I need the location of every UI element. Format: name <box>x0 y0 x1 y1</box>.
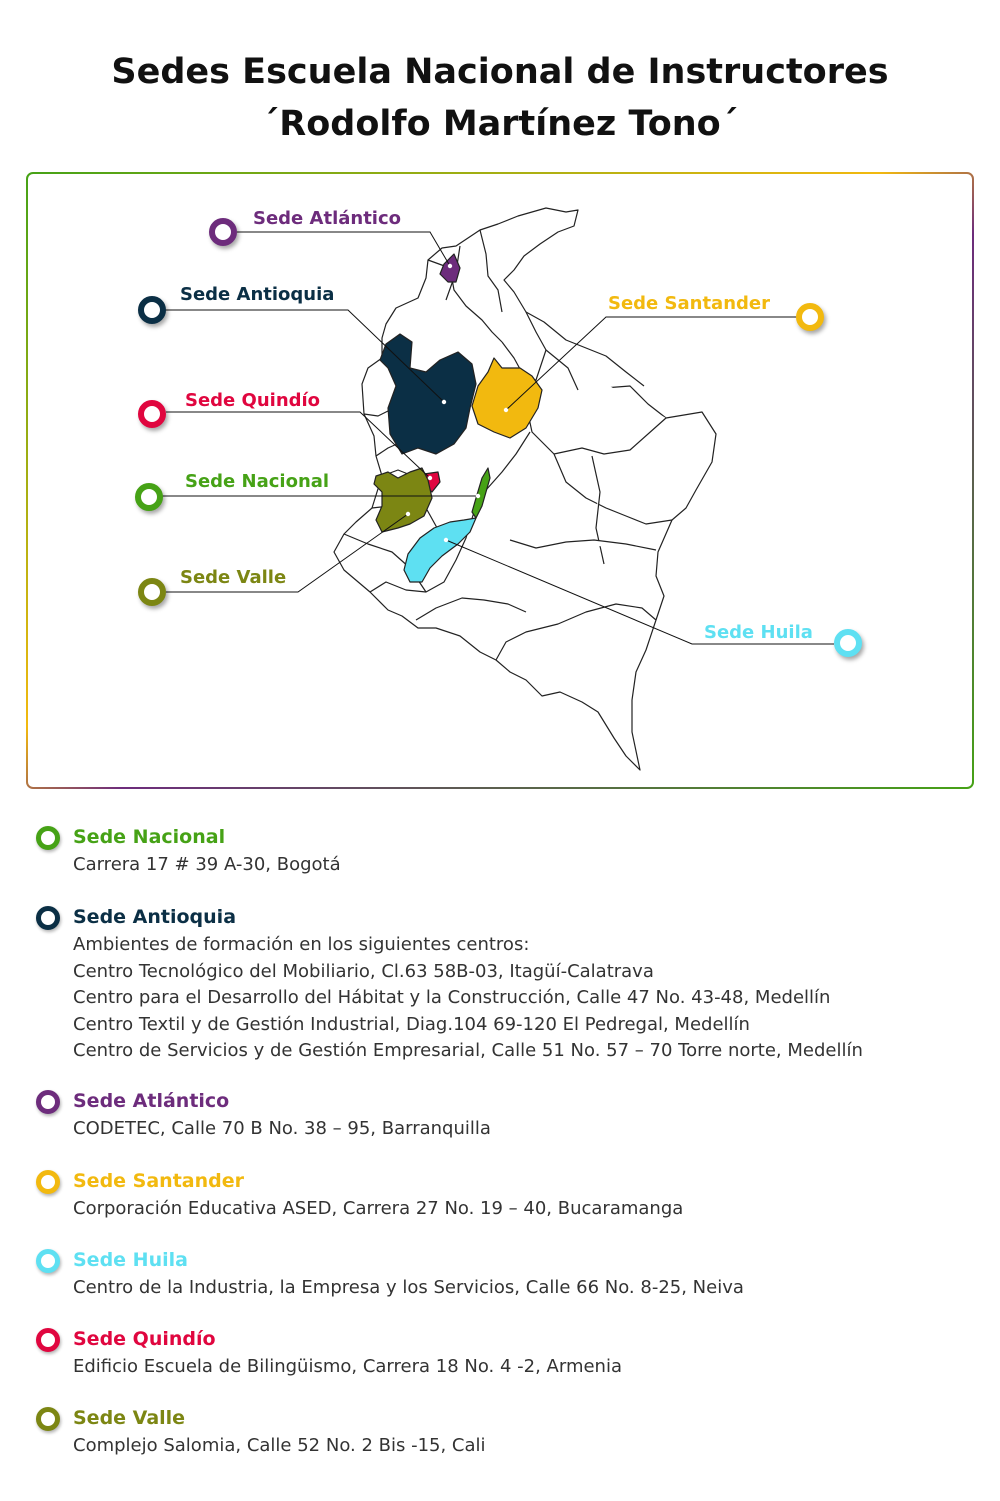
pin-nacional <box>135 483 163 511</box>
address-line: Centro de Servicios y de Gestión Empresa… <box>73 1040 863 1061</box>
page-title: Sedes Escuela Nacional de Instructores ´… <box>0 46 1000 150</box>
map-label-quindio: Sede Quindío <box>185 390 321 411</box>
sede-name: Sede Nacional <box>73 826 226 848</box>
pin-antioquia <box>138 296 166 324</box>
address-line: Edificio Escuela de Bilingüismo, Carrera… <box>73 1356 622 1377</box>
map-label-atlantico: Sede Atlántico <box>253 208 402 229</box>
list-item-quindio: Sede Quindío Edificio Escuela de Bilingü… <box>36 1324 622 1381</box>
bullet-icon <box>36 826 60 850</box>
map-label-santander: Sede Santander <box>608 293 770 314</box>
sede-name: Sede Quindío <box>73 1328 216 1350</box>
address-line: Centro Tecnológico del Mobiliario, Cl.63… <box>73 960 654 982</box>
list-item-huila: Sede Huila Centro de la Industria, la Em… <box>36 1245 744 1302</box>
sede-name: Sede Huila <box>73 1249 188 1271</box>
title-line-2: ´Rodolfo Martínez Tono´ <box>261 104 739 144</box>
callout-lines <box>162 231 834 645</box>
title-line-1: Sedes Escuela Nacional de Instructores <box>111 52 889 92</box>
pin-atlantico <box>209 218 237 246</box>
pin-huila <box>834 629 862 657</box>
pin-quindio <box>138 400 166 428</box>
address-line: Centro Textil y de Gestión Industrial, D… <box>73 1013 750 1035</box>
list-item-valle: Sede Valle Complejo Salomia, Calle 52 No… <box>36 1403 486 1460</box>
map-label-antioquia: Sede Antioquia <box>180 284 335 305</box>
address-line: Centro para el Desarrollo del Hábitat y … <box>73 987 831 1008</box>
region-huila <box>403 517 477 583</box>
region-santander <box>471 357 543 439</box>
map-frame-border <box>26 172 974 789</box>
sede-name: Sede Antioquia <box>73 906 237 928</box>
map-panel: Sede Atlántico Sede Antioquia Sede Santa… <box>26 172 974 789</box>
pin-valle <box>138 578 166 606</box>
bullet-icon <box>36 1328 60 1352</box>
address-line: Corporación Educativa ASED, Carrera 27 N… <box>73 1198 684 1219</box>
bullet-icon <box>36 1090 60 1114</box>
address-line: Ambientes de formación en los siguientes… <box>73 934 530 955</box>
address-line: Carrera 17 # 39 A-30, Bogotá <box>73 854 341 875</box>
sede-name: Sede Santander <box>73 1170 244 1192</box>
region-valle <box>373 467 433 533</box>
address-line: Complejo Salomia, Calle 52 No. 2 Bis -15… <box>73 1435 486 1456</box>
region-nacional <box>471 467 491 519</box>
sede-name: Sede Valle <box>73 1407 186 1429</box>
bullet-icon <box>36 1407 60 1431</box>
bullet-icon <box>36 906 60 930</box>
list-item-santander: Sede Santander Corporación Educativa ASE… <box>36 1166 683 1223</box>
list-item-nacional: Sede Nacional Carrera 17 # 39 A-30, Bogo… <box>36 822 341 879</box>
list-item-antioquia: Sede Antioquia Ambientes de formación en… <box>36 902 863 1065</box>
pin-santander <box>796 303 824 331</box>
address-line: CODETEC, Calle 70 B No. 38 – 95, Barranq… <box>73 1118 491 1139</box>
bullet-icon <box>36 1249 60 1273</box>
bullet-icon <box>36 1170 60 1194</box>
region-dots <box>405 263 509 543</box>
address-line: Centro de la Industria, la Empresa y los… <box>73 1277 744 1298</box>
colombia-map <box>26 172 974 789</box>
list-item-atlantico: Sede Atlántico CODETEC, Calle 70 B No. 3… <box>36 1086 491 1143</box>
map-label-valle: Sede Valle <box>180 567 287 588</box>
sede-name: Sede Atlántico <box>73 1090 230 1112</box>
map-label-nacional: Sede Nacional <box>185 471 330 492</box>
map-label-huila: Sede Huila <box>704 622 813 643</box>
